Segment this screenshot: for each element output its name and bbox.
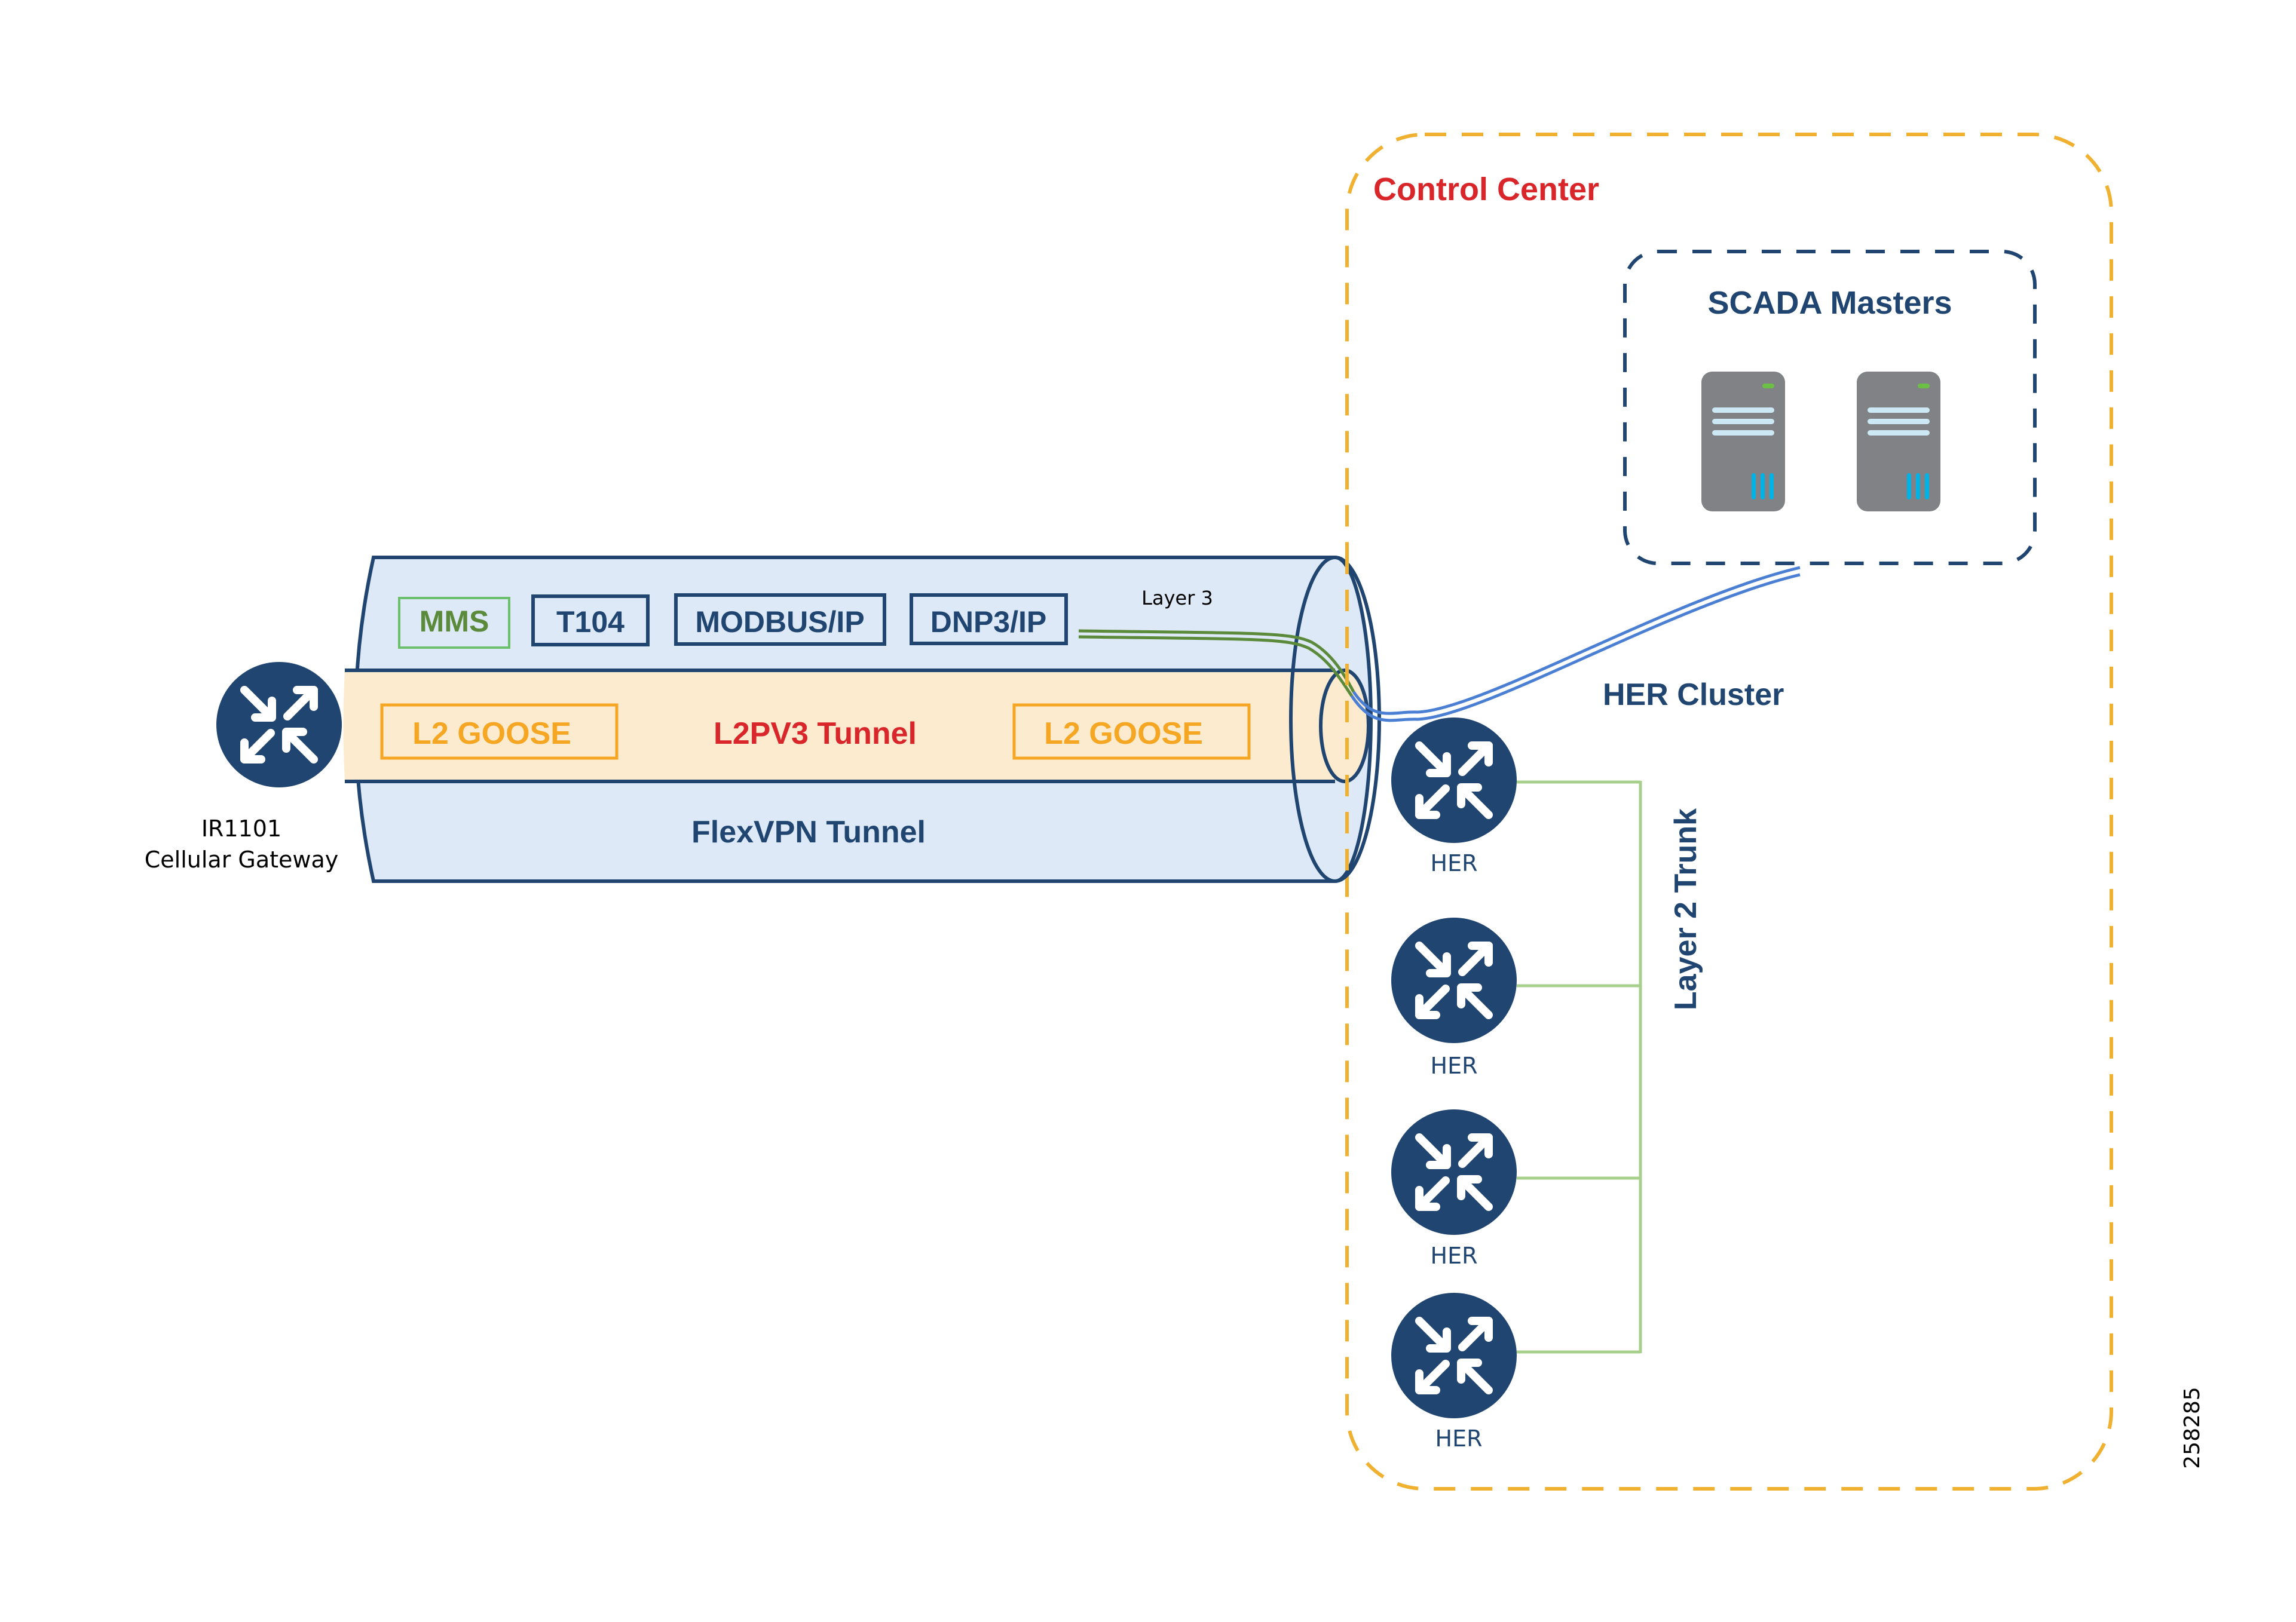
svg-text:MMS: MMS <box>420 605 489 638</box>
layer3-label: Layer 3 <box>1141 587 1213 609</box>
l2-goose-box-left: L2 GOOSE <box>380 703 619 760</box>
l2-goose-box-right: L2 GOOSE <box>1012 703 1251 760</box>
ir1101-router-icon[interactable] <box>216 662 342 787</box>
protocol-box-t104: T104 <box>531 594 650 646</box>
her-cluster-title: HER Cluster <box>1603 677 1784 712</box>
her-router-icon[interactable] <box>1391 718 1517 843</box>
gateway-label-line2: Cellular Gateway <box>145 847 339 873</box>
her-router-icon[interactable] <box>1391 918 1517 1043</box>
svg-text:L2 GOOSE: L2 GOOSE <box>412 716 571 751</box>
server-icon <box>1857 372 1940 511</box>
svg-text:DNP3/IP: DNP3/IP <box>930 605 1047 639</box>
l2pv3-label: L2PV3 Tunnel <box>714 716 917 751</box>
layer2-trunk <box>1517 780 1642 1354</box>
gateway-label-line1: IR1101 <box>201 815 281 842</box>
her-label: HER <box>1435 1425 1483 1452</box>
layer3-link <box>1078 566 1801 722</box>
figure-id: 258285 <box>2180 1387 2205 1468</box>
flexvpn-label: FlexVPN Tunnel <box>691 815 926 850</box>
svg-text:L2 GOOSE: L2 GOOSE <box>1044 716 1203 751</box>
svg-text:MODBUS/IP: MODBUS/IP <box>695 605 864 639</box>
scada-masters-title: SCADA Masters <box>1707 285 1952 321</box>
her-router-icon[interactable] <box>1391 1109 1517 1235</box>
her-label: HER <box>1431 850 1478 876</box>
her-label: HER <box>1431 1053 1478 1079</box>
l2pv3-tunnel <box>343 670 1335 781</box>
her-router-icon[interactable] <box>1391 1293 1517 1418</box>
svg-text:T104: T104 <box>556 605 624 639</box>
protocol-box-mms: MMS <box>398 597 510 649</box>
protocol-box-dnp3: DNP3/IP <box>910 593 1068 645</box>
control-center-title: Control Center <box>1373 171 1599 207</box>
protocol-box-modbus: MODBUS/IP <box>674 593 886 646</box>
her-label: HER <box>1431 1243 1478 1269</box>
server-icon <box>1701 372 1785 511</box>
layer2-trunk-label: Layer 2 Trunk <box>1669 808 1703 1010</box>
